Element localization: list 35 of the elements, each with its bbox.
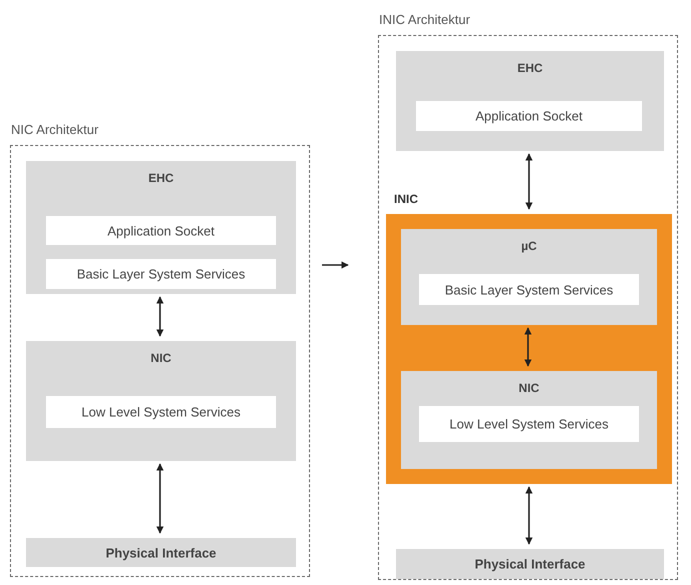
service-box	[46, 396, 276, 428]
box-title: NIC Architektur	[11, 122, 100, 137]
service-box	[419, 406, 639, 442]
box-label: Basic Layer System Services	[444, 282, 614, 297]
arrow	[322, 261, 349, 269]
box-heading: EHC	[516, 61, 544, 75]
box-label: Basic Layer System Services	[76, 266, 246, 282]
service-box	[46, 259, 276, 289]
box-label: Low Level System Services	[448, 416, 610, 432]
layer-box	[26, 161, 296, 294]
layer-box	[396, 51, 664, 151]
box-label: Physical Interface	[474, 556, 586, 572]
box-heading: EHC	[147, 171, 175, 185]
layer-box	[401, 229, 657, 325]
box-heading: NIC	[518, 381, 540, 395]
interface-bar	[396, 549, 664, 579]
box-label: Application Socket	[106, 223, 216, 238]
interface-bar	[26, 538, 296, 567]
service-box	[46, 216, 276, 245]
layer-box	[401, 371, 657, 469]
layer-box	[26, 341, 296, 461]
box-label: Low Level System Services	[80, 404, 242, 420]
arrow	[156, 463, 164, 534]
service-box	[419, 274, 639, 305]
arrow	[524, 327, 532, 367]
arrow	[525, 486, 533, 545]
box-heading: µC	[520, 239, 538, 253]
service-box	[416, 101, 642, 131]
box-label: Application Socket	[474, 108, 584, 124]
box-title: INIC	[394, 192, 419, 206]
box-label: Physical Interface	[104, 545, 218, 560]
arrow	[156, 296, 164, 337]
box-title: INIC Architektur	[379, 12, 472, 27]
arrow	[525, 153, 533, 210]
box-heading: NIC	[150, 351, 172, 365]
